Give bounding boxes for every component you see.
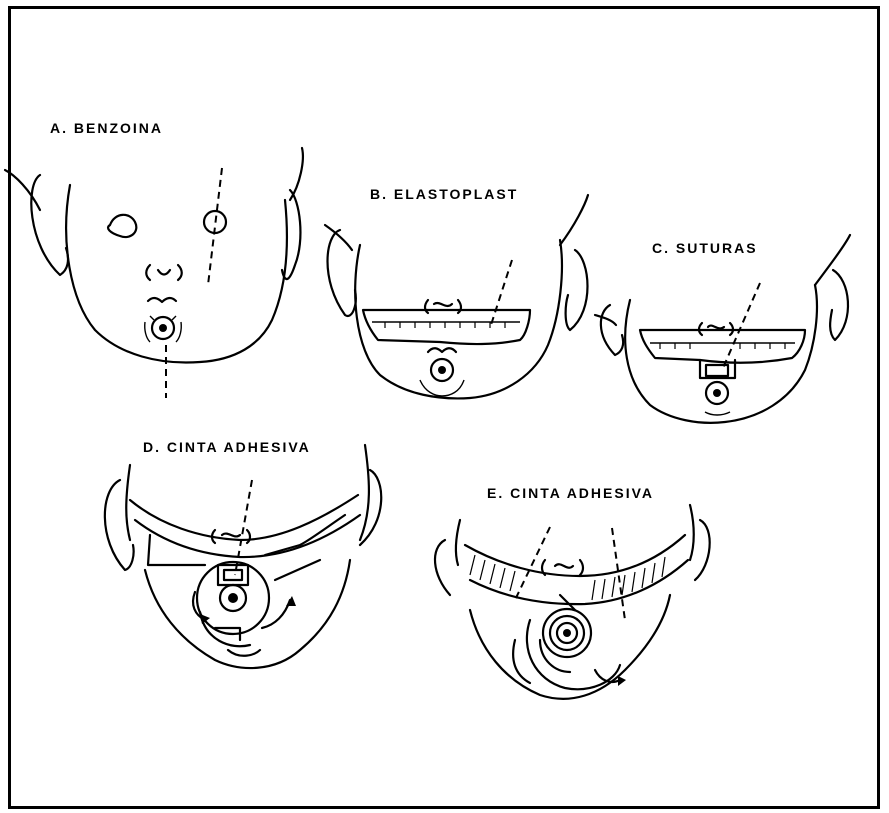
face-c	[595, 235, 850, 423]
panel-a: A. BENZOINA	[5, 120, 303, 398]
face-b	[325, 195, 588, 398]
panel-c: C. SUTURAS	[595, 235, 850, 423]
panel-e: E. CINTA ADHESIVA	[435, 485, 710, 699]
panel-a-label: A. BENZOINA	[50, 120, 163, 136]
face-a	[5, 148, 303, 398]
panel-d-label: D. CINTA ADHESIVA	[143, 439, 311, 455]
panel-c-label: C. SUTURAS	[652, 240, 758, 256]
face-e	[435, 505, 710, 699]
face-d	[105, 445, 381, 668]
panel-b-label: B. ELASTOPLAST	[370, 186, 518, 202]
panel-e-label: E. CINTA ADHESIVA	[487, 485, 654, 501]
panel-d: D. CINTA ADHESIVA	[105, 439, 381, 668]
panel-b: B. ELASTOPLAST	[325, 186, 588, 398]
